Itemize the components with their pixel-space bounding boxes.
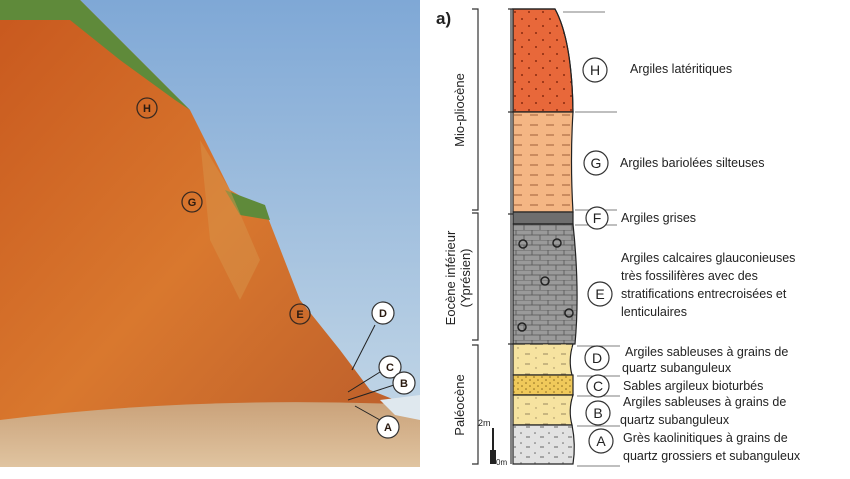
photo-label-G: G bbox=[181, 191, 203, 213]
period-mio-pliocene: Mio-pliocène bbox=[452, 73, 467, 147]
strat-column bbox=[512, 8, 578, 465]
layer-E: E Argiles calcaires glauconieuses très fo… bbox=[587, 251, 795, 319]
photo-label-B: B bbox=[347, 371, 416, 401]
svg-text:Argiles sableuses à grains de: Argiles sableuses à grains de bbox=[625, 345, 788, 359]
layer-G: G Argiles bariolées silteuses bbox=[583, 150, 765, 176]
photo-label-E: E bbox=[289, 303, 311, 325]
svg-text:F: F bbox=[593, 210, 602, 226]
layer-E-fill bbox=[512, 223, 578, 345]
svg-text:H: H bbox=[590, 62, 600, 78]
photo-label-A: A bbox=[354, 405, 400, 439]
svg-text:B: B bbox=[400, 378, 408, 390]
svg-text:C: C bbox=[593, 378, 603, 394]
svg-text:D: D bbox=[592, 350, 602, 366]
svg-text:A: A bbox=[384, 422, 392, 434]
svg-text:G: G bbox=[188, 197, 197, 209]
layer-F: F Argiles grises bbox=[585, 206, 696, 230]
layer-B: B Argiles sableuses à grains de quartz sub… bbox=[585, 395, 786, 427]
svg-text:Argiles grises: Argiles grises bbox=[621, 211, 696, 225]
svg-text:quartz subanguleux: quartz subanguleux bbox=[622, 361, 732, 375]
layer-D: D Argiles sableuses à grains de quartz sub… bbox=[584, 345, 788, 375]
layer-A: A Grès kaolinitiques à grains de quartz gr… bbox=[588, 428, 801, 463]
svg-text:D: D bbox=[379, 308, 387, 320]
cliff-photo: H G E D C B A bbox=[0, 0, 420, 467]
layer-H: H Argiles latéritiques bbox=[582, 57, 732, 83]
svg-text:H: H bbox=[143, 103, 151, 115]
svg-text:Argiles latéritiques: Argiles latéritiques bbox=[630, 62, 732, 76]
period-paleocene: Paléocène bbox=[452, 374, 467, 435]
svg-text:Argiles calcaires glauconieuse: Argiles calcaires glauconieuses bbox=[621, 251, 795, 265]
panel-label: a) bbox=[436, 9, 451, 28]
svg-text:A: A bbox=[596, 433, 606, 449]
svg-text:2m: 2m bbox=[478, 418, 491, 428]
svg-text:lenticulaires: lenticulaires bbox=[621, 305, 687, 319]
svg-text:E: E bbox=[296, 309, 303, 321]
period-brackets bbox=[472, 8, 513, 465]
layer-C: C Sables argileux bioturbés bbox=[586, 374, 763, 398]
svg-text:Argiles bariolées silteuses: Argiles bariolées silteuses bbox=[620, 156, 765, 170]
svg-text:Argiles sableuses à grains de: Argiles sableuses à grains de bbox=[623, 395, 786, 409]
svg-text:G: G bbox=[591, 155, 602, 171]
svg-text:stratifications entrecroisées: stratifications entrecroisées et bbox=[621, 287, 787, 301]
svg-text:Sables argileux bioturbés: Sables argileux bioturbés bbox=[623, 379, 763, 393]
layer-F-fill bbox=[512, 211, 574, 225]
svg-text:C: C bbox=[386, 362, 394, 374]
svg-text:0m: 0m bbox=[496, 458, 507, 467]
period-eocene-sub: (Yprésien) bbox=[458, 248, 473, 307]
svg-text:E: E bbox=[595, 286, 604, 302]
photo-label-C: C bbox=[347, 355, 402, 393]
svg-text:B: B bbox=[593, 405, 602, 421]
svg-text:très fossilifères avec des: très fossilifères avec des bbox=[621, 269, 758, 283]
photo-label-D: D bbox=[351, 301, 395, 371]
period-eocene: Eocène inférieur bbox=[443, 230, 458, 325]
photo-label-H: H bbox=[136, 97, 158, 119]
scale-bar: 2m 0m bbox=[478, 418, 507, 467]
svg-text:Grès kaolinitiques à grains de: Grès kaolinitiques à grains de bbox=[623, 431, 788, 445]
svg-text:quartz grossiers et subanguleu: quartz grossiers et subanguleux bbox=[623, 449, 801, 463]
svg-text:quartz subanguleux: quartz subanguleux bbox=[620, 413, 730, 427]
